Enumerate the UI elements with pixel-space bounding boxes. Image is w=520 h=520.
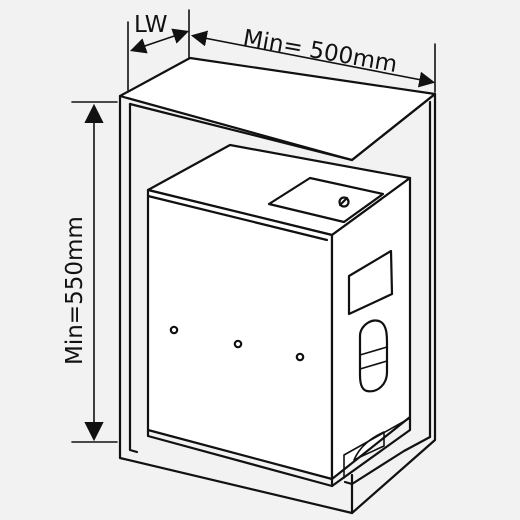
height-dimension: Min=550mm bbox=[62, 101, 118, 443]
depth-dimension: LW bbox=[127, 9, 190, 91]
appliance-box bbox=[146, 143, 412, 488]
cabinet-frame bbox=[118, 56, 437, 515]
height-label: Min=550mm bbox=[62, 216, 88, 365]
depth-label: LW bbox=[134, 12, 167, 38]
